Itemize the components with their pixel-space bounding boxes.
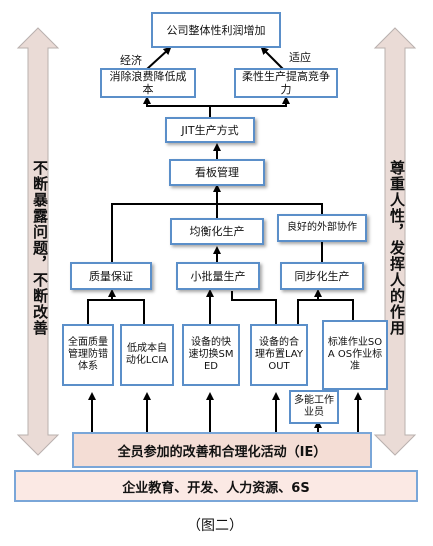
label-adapt: 适应 [289,51,311,64]
node-kanban: 看板管理 [169,159,265,186]
node-external-coop: 良好的外部协作 [277,214,367,242]
node-error-proof: 全面质量管理防错体系 [62,324,114,386]
node-profit: 公司整体性利润增加 [151,12,281,48]
foundation-band: 企业教育、开发、人力资源、6S [14,470,418,502]
node-sop: 标准作业SOA OS作业标准 [322,320,388,390]
right-side-text: 尊重人性，发挥人的作用 [388,160,406,336]
node-jit: JIT生产方式 [165,117,255,143]
node-leveling: 均衡化生产 [170,218,264,245]
node-eliminate-waste: 消除浪费降低成本 [100,68,196,98]
node-multi-skill: 多能工作业员 [289,390,339,424]
activity-band: 全员参加的改善和合理化活动（IE） [72,432,372,468]
node-lcia: 低成本自动化LCIA [120,324,174,386]
node-small-batch: 小批量生产 [176,262,260,290]
node-sync: 同步化生产 [280,262,364,290]
left-double-arrow [16,27,60,456]
node-layout: 设备的合理布置LAYOUT [250,324,308,386]
node-smed: 设备的快速切换SMED [182,324,240,386]
label-economy: 经济 [120,54,142,67]
left-side-text: 不断暴露问题，不断改善 [31,160,49,336]
node-quality: 质量保证 [70,262,152,290]
figure-caption: （图二） [187,518,243,534]
node-flexible-production: 柔性生产提高竞争力 [234,68,338,98]
